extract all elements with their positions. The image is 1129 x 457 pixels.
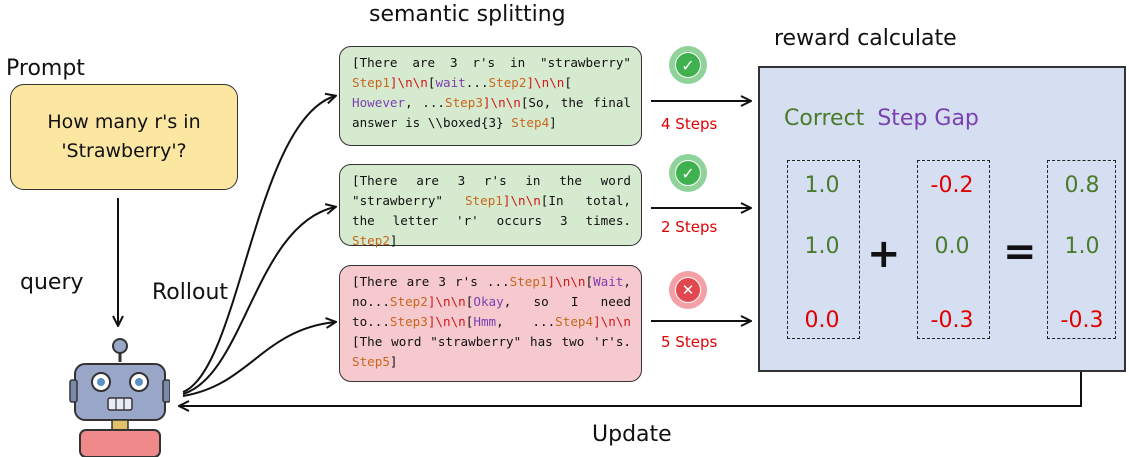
reflection-word: However xyxy=(352,95,406,110)
prompt-line-1: How many r's in xyxy=(47,111,201,133)
step-marker: Step1 xyxy=(509,274,548,289)
rollout-arrow-2 xyxy=(182,207,335,395)
rollout-text: ] xyxy=(389,233,398,248)
rollout-text: ] xyxy=(549,115,557,130)
step-marker: Step4 xyxy=(555,314,594,329)
reward-panel: Correct Step Gap 1.0 1.0 0.0 -0.2 0.0 -0… xyxy=(758,66,1126,372)
step-marker: Step1 xyxy=(464,193,503,208)
rollout-text: ... xyxy=(465,75,489,90)
reflection-word: wait xyxy=(435,75,466,90)
rollout-text: , so I need to... xyxy=(352,294,631,329)
newline-marker: ]\n\n xyxy=(547,274,586,289)
rollout-text: , ... xyxy=(496,314,556,329)
steps-label-1: 4 Steps xyxy=(661,115,718,133)
plus-sign: + xyxy=(867,231,901,277)
prompt-box: How many r's in 'Strawberry'? xyxy=(10,84,238,190)
step-gap-value: 0.0 xyxy=(934,234,970,259)
correct-value: 1.0 xyxy=(804,234,840,259)
check-circle-icon: ✓ xyxy=(669,154,707,192)
rollout-text: [ xyxy=(465,314,474,329)
rollout-text: [There are 3 r's ... xyxy=(352,274,510,289)
rollout-box-1: [There are 3 r's in "strawberry" Step1]\… xyxy=(339,46,642,146)
step-marker: Step3 xyxy=(389,314,428,329)
reflection-word: Hmm xyxy=(473,314,497,329)
step-marker: Step4 xyxy=(511,115,550,130)
result-column xyxy=(1047,160,1116,339)
steps-label-2: 2 Steps xyxy=(661,218,718,236)
rollout-text: [In total, the letter 'r' occurs 3 times… xyxy=(352,193,631,228)
prompt-line-2: 'Strawberry'? xyxy=(61,140,187,162)
rollout-text: , ... xyxy=(405,95,445,110)
rollout-arrow-1 xyxy=(182,96,335,393)
newline-marker: ]\n\n xyxy=(427,314,466,329)
rollout-text: [There are 3 r's in "strawberry" xyxy=(352,55,631,70)
check-circle-icon: ✓ xyxy=(669,46,707,84)
rollout-box-2: [There are 3 r's in the word "strawberry… xyxy=(339,164,642,248)
step-marker: Step5 xyxy=(352,354,390,369)
rollout-arrow-3 xyxy=(182,322,335,397)
newline-marker: ]\n\n xyxy=(389,75,428,90)
rollout-text: [ xyxy=(564,75,572,90)
step-gap-column xyxy=(917,160,990,339)
prompt-label: Prompt xyxy=(6,56,85,81)
result-value: 0.8 xyxy=(1064,173,1100,198)
rollout-box-3: [There are 3 r's ...Step1]\n\n[Wait, no.… xyxy=(339,265,642,382)
newline-marker: ]\n\n xyxy=(427,294,466,309)
newline-marker: ]\n\n xyxy=(593,314,631,329)
correct-value: 1.0 xyxy=(804,173,840,198)
rollout-label: Rollout xyxy=(152,280,229,305)
robot-icon xyxy=(69,338,170,457)
correct-header: Correct xyxy=(784,106,865,131)
query-label: query xyxy=(20,270,84,295)
step-marker: Step3 xyxy=(445,95,483,110)
newline-marker: ]\n\n xyxy=(526,75,565,90)
result-value: -0.3 xyxy=(1060,308,1104,333)
step-gap-value: -0.2 xyxy=(930,173,974,198)
step-gap-header: Step Gap xyxy=(877,106,979,131)
step-marker: Step2 xyxy=(488,75,527,90)
rollout-text: ] xyxy=(389,354,398,369)
update-label: Update xyxy=(592,422,672,447)
rollout-text: [The word "strawberry" has two 'r's. xyxy=(352,334,631,349)
rollout-text: [ xyxy=(427,75,436,90)
rollout-text: , no... xyxy=(352,274,631,309)
rollout-text: [So, the final answer is \\boxed{3} xyxy=(352,95,631,130)
correct-value: 0.0 xyxy=(804,308,840,333)
reflection-word: Okay xyxy=(473,294,504,309)
newline-marker: ]\n\n xyxy=(482,95,521,110)
equals-sign: = xyxy=(1003,229,1037,275)
correct-column xyxy=(787,160,860,339)
step-marker: Step1 xyxy=(352,75,390,90)
rollout-text: [There are 3 r's in the word "strawberry… xyxy=(352,173,631,208)
step-marker: Step2 xyxy=(352,233,390,248)
step-gap-value: -0.3 xyxy=(930,308,974,333)
steps-label-3: 5 Steps xyxy=(661,333,718,351)
rollout-text: [ xyxy=(465,294,474,309)
reward-calculate-label: reward calculate xyxy=(774,26,957,51)
reflection-word: Wait xyxy=(593,274,624,289)
result-value: 1.0 xyxy=(1064,234,1100,259)
newline-marker: ]\n\n xyxy=(502,193,541,208)
semantic-splitting-label: semantic splitting xyxy=(369,2,566,27)
x-circle-icon: ✕ xyxy=(669,271,707,309)
step-marker: Step2 xyxy=(389,294,428,309)
rollout-text: [ xyxy=(585,274,594,289)
